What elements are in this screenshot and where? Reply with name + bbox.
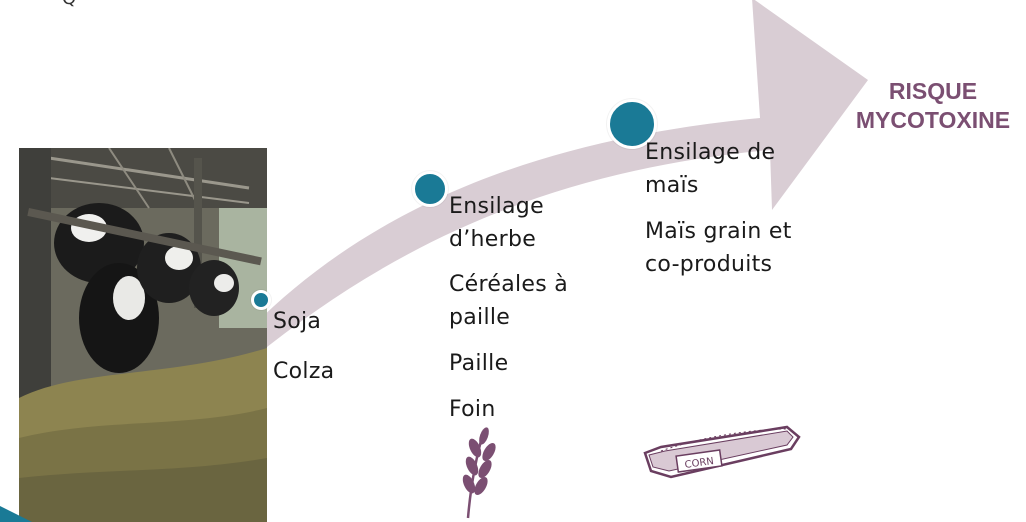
stage-2-item: Paille	[449, 351, 509, 376]
cows-feeding-photo	[19, 148, 267, 522]
stage-2-item: Ensilage d’herbe	[449, 194, 544, 252]
wheat-ear-icon	[462, 427, 496, 519]
corner-accent	[0, 506, 32, 522]
stage-1-item: Colza	[273, 359, 335, 384]
stage-1-item: Soja	[273, 309, 322, 334]
stage-3-item: Maïs grain et co-produits	[645, 219, 792, 277]
corner-text: Q	[62, 0, 76, 9]
stage-2-item: Foin	[449, 397, 496, 422]
stage-2-item: Céréales à paille	[449, 272, 569, 330]
risk-mycotoxin-label: RISQUE MYCOTOXINE	[855, 78, 1011, 133]
stage-1-marker	[251, 290, 271, 310]
stage-2-marker	[412, 171, 448, 207]
stage-3-item: Ensilage de maïs	[645, 140, 776, 198]
corn-sack-icon: CORN	[643, 425, 801, 479]
stage-3-marker	[607, 99, 657, 149]
corn-sack-label: CORN	[684, 456, 715, 471]
